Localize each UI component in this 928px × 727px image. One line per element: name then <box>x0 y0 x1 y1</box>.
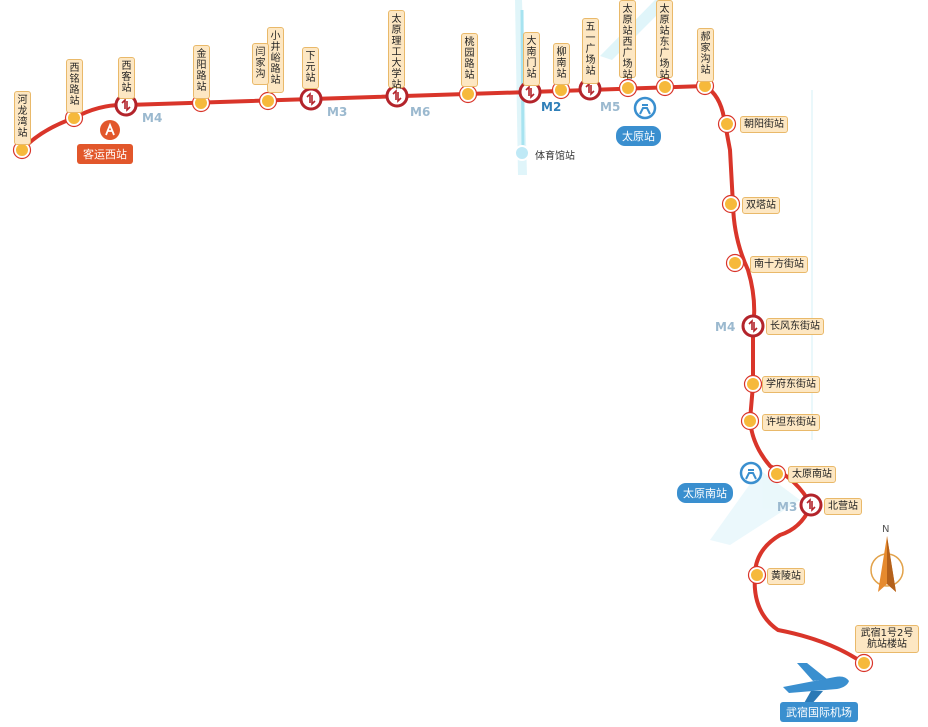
station-label-jinyanglu: 金阳路站 <box>193 45 210 99</box>
station-label-tyzdgc: 太原站东广场站 <box>656 0 673 81</box>
station-dot <box>618 78 638 98</box>
station-dot <box>721 194 741 214</box>
station-label-xutandongjie: 许坦东街站 <box>762 414 820 431</box>
station-dot <box>767 464 787 484</box>
station-label-haojiagou: 郝家沟站 <box>697 28 714 82</box>
metro-line-1 <box>20 83 865 665</box>
station-dot <box>747 565 767 585</box>
line-label-m3-beiying: M3 <box>777 500 798 514</box>
coach-station-icon <box>100 120 120 140</box>
gym-station-dot <box>514 145 530 161</box>
station-dot <box>740 411 760 431</box>
station-dot <box>717 114 737 134</box>
station-label-xuefudongjie: 学府东街站 <box>762 376 820 393</box>
line-label-m5: M5 <box>600 100 621 114</box>
line-label-m6: M6 <box>410 105 431 119</box>
station-label-ximinglu: 西铭路站 <box>66 59 83 113</box>
station-label-yanjiagou: 闫家沟 <box>252 43 269 85</box>
compass-north-label: N <box>882 524 890 535</box>
station-label-taoyuanlu: 桃园路站 <box>461 33 478 87</box>
airplane-icon <box>783 663 849 705</box>
station-label-shuangta: 双塔站 <box>742 197 780 214</box>
line-label-m4-west: M4 <box>142 111 163 125</box>
station-markers <box>12 76 874 673</box>
compass-icon <box>870 536 904 592</box>
station-dot <box>725 253 745 273</box>
station-label-hilongwan: 河龙湾站 <box>14 91 31 145</box>
station-label-beiying: 北营站 <box>824 498 862 515</box>
station-label-liunan: 柳南站 <box>553 43 570 85</box>
station-label-danamen: 大南门站 <box>523 32 540 86</box>
station-dot <box>258 91 278 111</box>
station-dot <box>854 653 874 673</box>
station-label-changfengdongjie: 长风东街站 <box>766 318 824 335</box>
taiyuan-station-tag: 太原站 <box>616 126 661 146</box>
line-label-m4-east: M4 <box>715 320 736 334</box>
station-label-wusu-terminal: 武宿1号2号航站楼站 <box>855 625 919 653</box>
station-label-huangling: 黄陵站 <box>767 568 805 585</box>
rail-station-icon <box>633 96 657 120</box>
rail-station-icon <box>739 461 763 485</box>
line-label-m3-xiayuan: M3 <box>327 105 348 119</box>
station-dot <box>458 84 478 104</box>
station-label-tyut: 太原理工大学站 <box>388 10 405 91</box>
station-label-xiaojingyulu: 小井峪路站 <box>267 27 284 93</box>
taiyuan-south-station-tag: 太原南站 <box>677 483 733 503</box>
line-label-m2: M2 <box>541 100 562 114</box>
line-m2-hint <box>520 9 525 151</box>
station-label-tyzxgc: 太原站西广场站 <box>619 0 636 81</box>
transfer-icon <box>741 314 765 338</box>
station-label-xiayuan: 下元站 <box>302 47 319 89</box>
station-dot <box>743 374 763 394</box>
station-dot <box>655 77 675 97</box>
station-label-xike: 西客站 <box>118 57 135 99</box>
transfer-icon <box>799 493 823 517</box>
coach-west-station-tag: 客运西站 <box>77 144 133 164</box>
station-label-nanshifangjie: 南十方街站 <box>750 256 808 273</box>
station-label-wuyiguangchang: 五一广场站 <box>582 18 599 84</box>
station-label-taiyuannan: 太原南站 <box>788 466 836 483</box>
station-dot <box>551 80 571 100</box>
transfer-icon <box>299 87 323 111</box>
gym-station-label: 体育馆站 <box>535 151 575 162</box>
airport-tag: 武宿国际机场 <box>780 702 858 722</box>
station-label-chaoyangjie: 朝阳街站 <box>740 116 788 133</box>
